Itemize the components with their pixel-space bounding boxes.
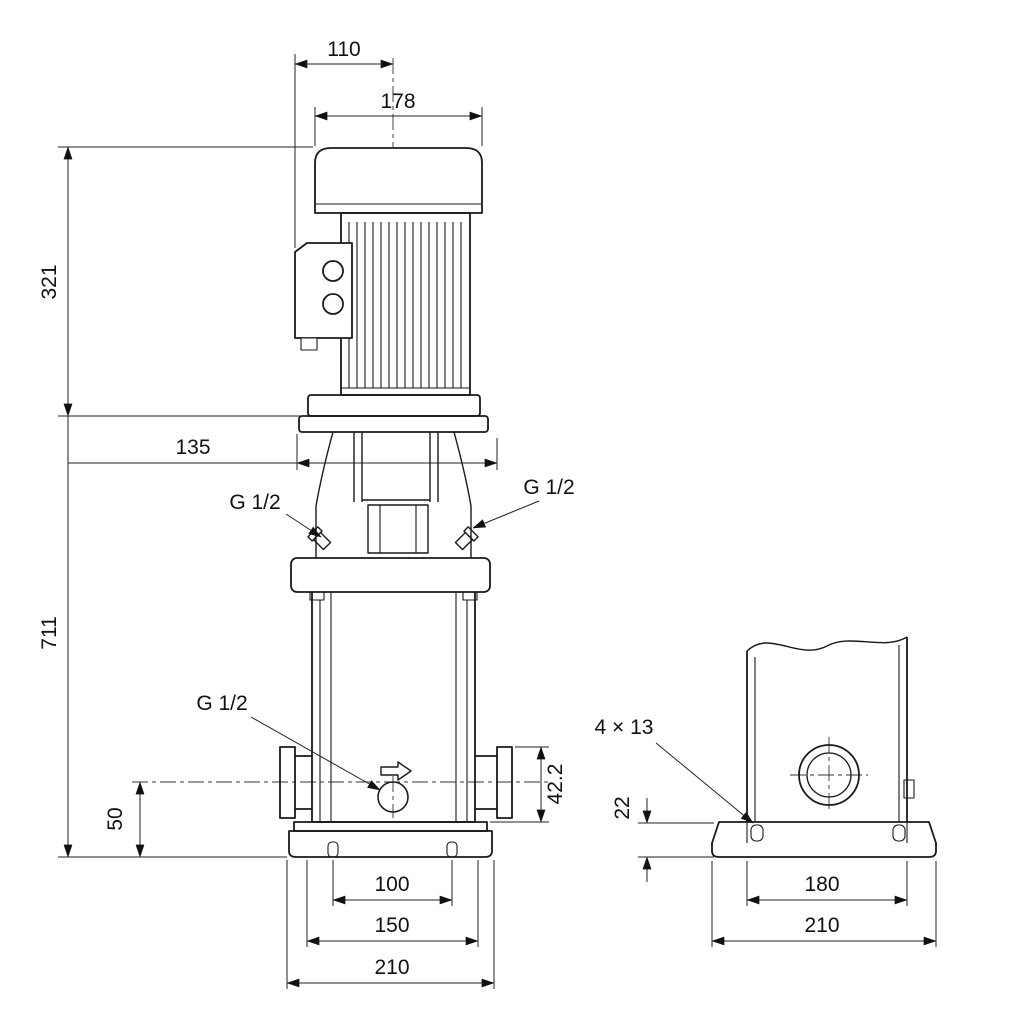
side-boss: [903, 779, 915, 799]
dimension-110: 110: [294, 38, 394, 248]
base-bolt-slot: [327, 841, 339, 858]
coupling: [367, 504, 429, 554]
discharge-port: [475, 746, 513, 819]
motor-fan-cover: [314, 147, 483, 214]
dimension-22: 22: [611, 796, 714, 882]
dim-711-label: 711: [38, 616, 61, 649]
motor-terminal-box: [294, 242, 353, 351]
cable-entry-hole: [322, 293, 344, 315]
motor-flange-lower: [298, 415, 489, 433]
dimension-180: 180: [746, 861, 908, 906]
drain-label: G 1/2: [196, 692, 247, 715]
dimension-321: 321: [38, 146, 313, 417]
dimension-150: 150: [306, 860, 479, 947]
sleeve-break-line: [746, 636, 908, 652]
base-holes-label: 4 × 13: [595, 716, 654, 739]
dim-100-label: 100: [374, 873, 409, 896]
dimension-210-front: 210: [286, 860, 495, 989]
base-front: [288, 821, 493, 858]
dimension-100: 100: [332, 860, 453, 906]
motor-stool: [315, 431, 472, 558]
dimension-711: 711: [38, 416, 287, 858]
callout-drain: G 1/2: [196, 692, 381, 791]
dim-50-label: 50: [104, 807, 127, 830]
dim-210-front-label: 210: [374, 956, 409, 979]
dim-135-label: 135: [175, 436, 210, 459]
drain-port-circle: [377, 781, 409, 813]
cable-entry-hole: [322, 260, 344, 282]
suction-port: [279, 746, 312, 819]
base-side: [711, 821, 937, 858]
base-bolt-slot: [446, 841, 458, 858]
vent-plug-right-shape: [454, 526, 479, 551]
dimension-178: 178: [314, 90, 483, 146]
flow-direction-arrow: [380, 761, 412, 781]
dimension-135: 135: [68, 434, 498, 470]
dimensions: 110 178 321 711 135: [38, 38, 937, 989]
dim-178-label: 178: [380, 90, 415, 113]
pump-side-view: [711, 636, 937, 858]
motor-cooling-fins: [341, 222, 470, 389]
vent-right-label: G 1/2: [523, 476, 574, 499]
dim-180-label: 180: [804, 873, 839, 896]
dimension-210-side: 210: [711, 861, 937, 947]
side-port-circle-inner: [806, 752, 852, 798]
callout-base-holes: 4 × 13: [595, 716, 754, 824]
chamber-stack: [311, 592, 476, 823]
dim-150-label: 150: [374, 914, 409, 937]
callout-vent-left: G 1/2: [229, 491, 322, 538]
dim-210-side-label: 210: [804, 914, 839, 937]
base-bolt-hole: [750, 824, 764, 842]
callout-vent-right: G 1/2: [472, 476, 575, 529]
vent-left-label: G 1/2: [229, 491, 280, 514]
dimension-50: 50: [104, 781, 145, 858]
side-port-circle-outer: [798, 744, 860, 806]
dimension-42-2: 42.2: [490, 746, 567, 823]
centerlines: [132, 58, 868, 818]
motor-flange-upper: [307, 394, 481, 417]
base-bolt-hole: [892, 824, 906, 842]
dim-321-label: 321: [38, 264, 61, 299]
dim-42-2-label: 42.2: [544, 764, 567, 805]
pump-front-view: [279, 147, 513, 858]
dim-22-label: 22: [611, 796, 634, 819]
pump-head-flange: [290, 557, 491, 593]
dim-110-label: 110: [327, 38, 360, 61]
